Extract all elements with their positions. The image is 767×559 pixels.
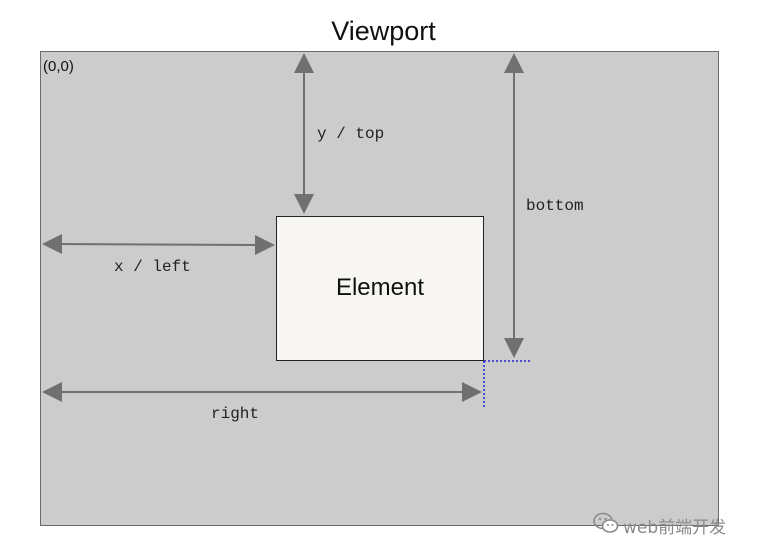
x-left-label: x / left [114,258,191,276]
bottom-arrow [504,53,524,358]
watermark: web前端开发 [593,512,726,538]
corner-guides [483,360,530,408]
origin-label: (0,0) [43,58,74,75]
wechat-icon [593,512,619,539]
element-label: Element [335,273,425,301]
x-left-arrow [42,234,275,255]
watermark-text: web前端开发 [623,517,727,538]
y-top-arrow [294,53,314,214]
right-label: right [211,405,260,423]
diagram-title: Viewport [331,16,436,46]
y-top-label: y / top [317,125,385,143]
element-box: Element [276,216,484,361]
bottom-label: bottom [526,197,584,215]
right-arrow [42,382,482,402]
